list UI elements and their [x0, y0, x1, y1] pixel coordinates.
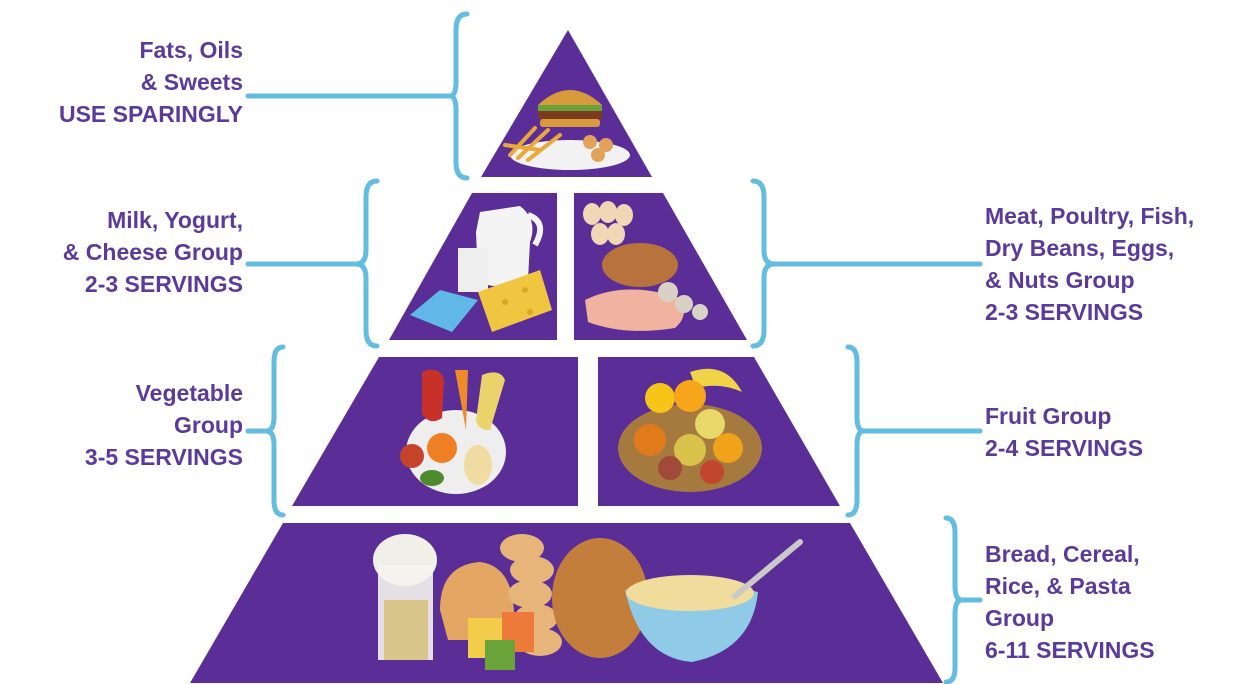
connectors [245, 11, 983, 684]
label-fruit-group: Fruit Group 2-4 SERVINGS [985, 400, 1143, 464]
label-meat-line-2: Dry Beans, Eggs, [985, 235, 1175, 261]
label-vegetable-line-3: 3-5 SERVINGS [84, 444, 243, 470]
cereal-bowl-icon [625, 539, 803, 662]
carrot-icon [455, 370, 468, 430]
milk-pitcher-icon [476, 206, 533, 287]
fish-icon [585, 289, 684, 331]
milk-food-image [410, 206, 552, 332]
label-bread-group: Bread, Cereal, Rice, & Pasta Group 6-11 … [985, 538, 1155, 666]
label-meat-line-1: Meat, Poultry, Fish, [985, 203, 1195, 229]
nuts-icon [658, 282, 708, 320]
bracket-fruit [845, 344, 867, 518]
label-bread-line-2: Rice, & Pasta [985, 573, 1131, 599]
bracket-vegetable [263, 344, 286, 518]
banana-icon [690, 368, 742, 392]
fruit-food-image [618, 368, 762, 492]
pasta-jar-icon [373, 534, 437, 660]
label-fats-oils-sweets: Fats, Oils & Sweets USE SPARINGLY [59, 34, 243, 130]
hamburger-icon [538, 90, 602, 127]
bracket-milk [353, 178, 380, 349]
label-meat-line-3: & Nuts Group [985, 267, 1135, 293]
fats-food-image [503, 90, 630, 170]
label-meat-group: Meat, Poultry, Fish, Dry Beans, Eggs, & … [985, 200, 1194, 328]
corn-icon [476, 372, 505, 430]
eggs-icon [583, 201, 633, 245]
bracket-fats [447, 11, 470, 181]
pepper-icon [422, 369, 444, 422]
label-fruit-line-1: Fruit Group [985, 403, 1112, 429]
apple-icon [634, 424, 666, 456]
yogurt-icon [410, 290, 478, 332]
label-milk-line-2: & Cheese Group [62, 239, 243, 265]
label-milk-line-1: Milk, Yogurt, [107, 207, 243, 233]
label-fats-line-2: & Sweets [140, 69, 243, 95]
label-vegetable-line-2: Group [174, 412, 243, 438]
label-fats-line-3: USE SPARINGLY [58, 101, 243, 127]
label-meat-line-4: 2-3 SERVINGS [985, 299, 1144, 325]
roast-chicken-icon [602, 243, 678, 287]
french-fries-icon [503, 126, 562, 162]
label-milk-group: Milk, Yogurt, & Cheese Group 2-3 SERVING… [63, 204, 243, 300]
label-bread-line-4: 6-11 SERVINGS [985, 637, 1155, 663]
label-vegetable-line-1: Vegetable [135, 380, 243, 406]
label-bread-line-1: Bread, Cereal, [985, 541, 1140, 567]
milk-glass-icon [458, 248, 488, 292]
label-fruit-line-2: 2-4 SERVINGS [985, 435, 1144, 461]
label-bread-line-3: Group [985, 605, 1054, 631]
vegetable-food-image [400, 369, 506, 494]
bracket-bread [943, 515, 965, 684]
bread-food-image [373, 534, 803, 670]
label-milk-line-3: 2-3 SERVINGS [84, 271, 243, 297]
label-vegetable-group: Vegetable Group 3-5 SERVINGS [85, 377, 243, 473]
orange-icon [645, 383, 675, 413]
label-fats-line-1: Fats, Oils [139, 37, 243, 63]
cheese-icon [478, 270, 552, 332]
bracket-meat [750, 178, 777, 349]
meat-food-image [583, 201, 708, 331]
